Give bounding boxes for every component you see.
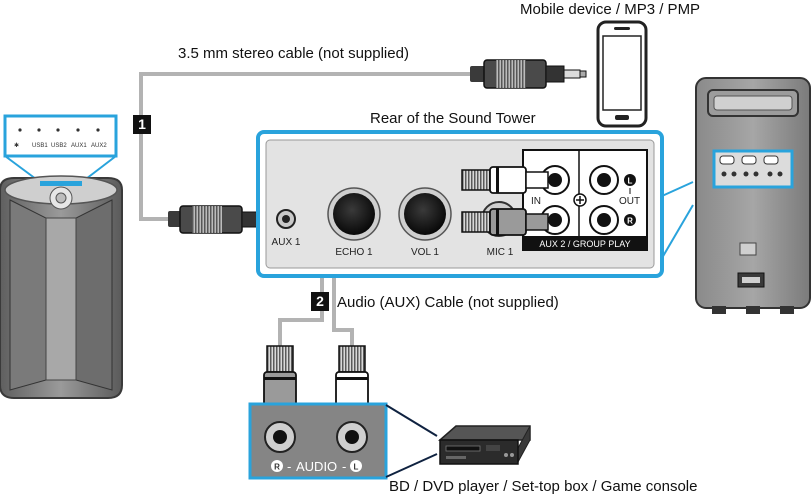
rear-panel: AUX 1 ECHO 1 VOL 1 MIC 1 bbox=[256, 130, 694, 278]
out-label: OUT bbox=[619, 196, 640, 207]
vol1-label: VOL 1 bbox=[411, 247, 439, 258]
aux2-group-play-block: IN OUT L R AUX 2 / GROUP PLAY bbox=[522, 149, 648, 251]
aux2-group-play-label: AUX 2 / GROUP PLAY bbox=[539, 239, 630, 249]
in-label: IN bbox=[531, 196, 541, 207]
speaker-port-usb2: USB2 bbox=[51, 143, 67, 149]
l-channel-label: L bbox=[628, 177, 633, 186]
speaker-port-aux1: AUX1 bbox=[71, 143, 87, 149]
speaker-port-aux2: AUX2 bbox=[91, 143, 107, 149]
speaker-top-panel bbox=[3, 114, 118, 158]
r-channel-label: R bbox=[627, 217, 633, 226]
aux-cable-label: Audio (AUX) Cable (not supplied) bbox=[337, 294, 559, 311]
sound-tower-rear bbox=[695, 77, 811, 314]
rca-plug-red-in bbox=[461, 208, 549, 236]
audio-l-label: L bbox=[354, 463, 359, 472]
echo1-knob: ECHO 1 bbox=[327, 187, 381, 258]
audio-r-label: R bbox=[274, 463, 280, 472]
mobile-device-label: Mobile device / MP3 / PMP bbox=[520, 1, 700, 18]
stereo-cable-label: 3.5 mm stereo cable (not supplied) bbox=[178, 45, 409, 62]
vol1-knob: VOL 1 bbox=[398, 187, 452, 258]
aux1-label: AUX 1 bbox=[272, 237, 301, 248]
svg-text:1: 1 bbox=[138, 116, 146, 132]
audio-label: AUDIO bbox=[296, 459, 337, 474]
step-2-badge: 2 bbox=[311, 292, 329, 311]
bluetooth-icon: ✱ bbox=[14, 142, 19, 149]
stereo-plug-aux1 bbox=[168, 205, 273, 234]
svg-text:2: 2 bbox=[316, 293, 324, 309]
sound-tower-speaker: ✱ USB1 USB2 AUX1 AUX2 bbox=[0, 114, 123, 399]
stereo-plug-mobile bbox=[470, 59, 587, 89]
audio-dash-1: - bbox=[287, 459, 291, 474]
stereo-cable-line bbox=[139, 72, 484, 221]
audio-dash-2: - bbox=[342, 459, 346, 474]
speaker-port-usb1: USB1 bbox=[32, 143, 48, 149]
smartphone-icon bbox=[596, 20, 648, 128]
source-devices-label: BD / DVD player / Set-top box / Game con… bbox=[389, 478, 697, 495]
rear-title-label: Rear of the Sound Tower bbox=[370, 110, 536, 127]
mic1-label: MIC 1 bbox=[487, 247, 514, 258]
dvd-player-icon bbox=[438, 425, 531, 465]
aux1-jack: AUX 1 bbox=[272, 209, 301, 248]
step-1-badge: 1 bbox=[133, 115, 151, 134]
audio-output-plate: R - AUDIO - L bbox=[248, 402, 438, 480]
echo1-label: ECHO 1 bbox=[335, 247, 373, 258]
rca-plug-white-in bbox=[461, 166, 549, 194]
